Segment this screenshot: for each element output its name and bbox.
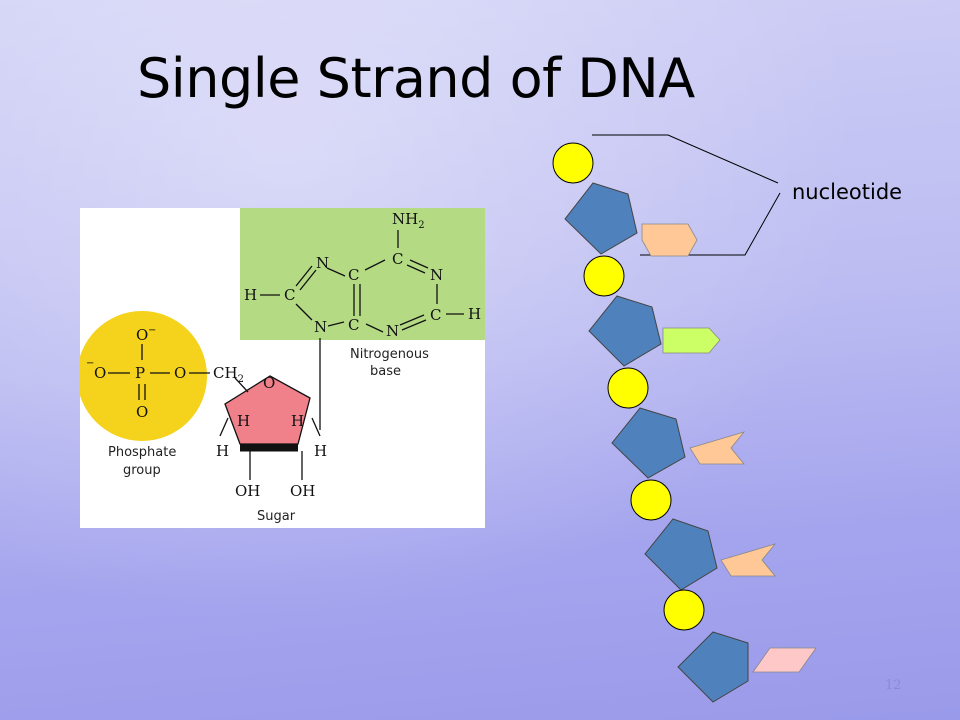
nucleotide-bracket-bottom [640, 192, 781, 256]
label-base: base [370, 364, 401, 379]
base-nh2: NH2 [392, 210, 425, 231]
sugar-pentagon-2 [588, 295, 662, 367]
sugar-pentagon-4 [644, 518, 718, 591]
base-c-top: C [392, 250, 403, 268]
phosphate-circle-5 [663, 589, 705, 631]
structure-svg: O − − O P O O CH2 O H H H H OH OH NH2 [77, 208, 485, 524]
base-1 [641, 223, 698, 257]
base-n-bottom-left: N [314, 318, 327, 336]
phosphate-bottom-o: O [136, 403, 148, 421]
sugar-ring-o: O [263, 374, 275, 392]
sugar-h-right-inner: H [291, 412, 304, 430]
page-number: 12 [885, 678, 902, 693]
label-nitrogenous: Nitrogenous [350, 347, 429, 362]
phosphate-left-o: O [94, 364, 106, 382]
slide-title: Single Strand of DNA [137, 47, 695, 110]
base-c-left: C [284, 286, 295, 304]
nucleotide-label: nucleotide [792, 180, 903, 204]
phosphate-circle [77, 311, 207, 441]
sugar-ch2: CH2 [213, 364, 244, 385]
phosphate-circle-4 [630, 479, 672, 521]
base-h-right: H [468, 305, 481, 323]
base-highlight-box [240, 208, 485, 340]
phosphate-p: P [135, 364, 145, 382]
phosphate-top-o: O [136, 326, 148, 344]
sugar-oh-right: OH [290, 482, 315, 500]
sugar-ring [224, 375, 311, 445]
label-phosphate: Phosphate [108, 445, 176, 460]
base-2 [662, 327, 721, 354]
base-4 [720, 543, 777, 577]
sugar-h-right-outer: H [314, 442, 327, 460]
base-c-upper: C [348, 266, 359, 284]
base-3 [689, 431, 746, 465]
nucleotide-structure-figure: O − − O P O O CH2 O H H H H OH OH NH2 [77, 208, 485, 528]
base-n-bottom: N [386, 322, 399, 340]
phosphate-top-charge: − [148, 325, 156, 336]
sugar-pentagon-5 [677, 631, 749, 703]
phosphate-right-o: O [174, 364, 186, 382]
sugar-pentagon-3 [611, 407, 686, 479]
base-c-mid: C [348, 316, 359, 334]
base-n-top-left: N [316, 254, 329, 272]
nucleotide-bracket-top [592, 134, 779, 184]
label-sugar: Sugar [257, 509, 296, 524]
phosphate-left-charge: − [86, 358, 94, 369]
phosphate-circle-3 [607, 367, 649, 409]
sugar-pentagon-1 [564, 182, 638, 255]
base-c-right: C [430, 306, 441, 324]
base-n-right: N [430, 266, 443, 284]
sugar-h-left-inner: H [237, 412, 250, 430]
phosphate-circle-1 [552, 142, 594, 184]
sugar-oh-left: OH [235, 482, 260, 500]
base-h-left: H [244, 286, 257, 304]
label-group: group [123, 463, 161, 478]
sugar-h-left-outer: H [216, 442, 229, 460]
base-5 [752, 647, 817, 673]
phosphate-circle-2 [583, 255, 625, 297]
